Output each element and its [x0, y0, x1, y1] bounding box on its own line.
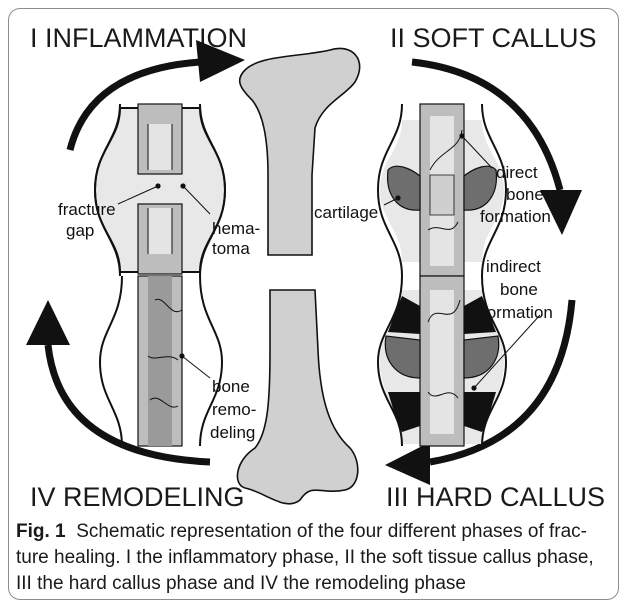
phase-title-soft-callus: II SOFT CALLUS [390, 23, 597, 53]
long-bone [237, 48, 359, 503]
label-toma: toma [212, 239, 250, 258]
label-fracture: fracture [58, 200, 116, 219]
caption-line-1: Schematic representation of the four dif… [76, 521, 587, 542]
caption-line-2: ture healing. I the inflammatory phase, … [16, 545, 612, 571]
label-direct-formation: formation [480, 207, 551, 226]
label-direct-bone: bone [506, 185, 544, 204]
label-cartilage: cartilage [314, 203, 378, 222]
label-indirect-bone: bone [500, 280, 538, 299]
arrowhead-bottom [385, 442, 430, 485]
phase-title-hard-callus: III HARD CALLUS [386, 482, 605, 512]
phase-title-remodeling: IV REMODELING [30, 482, 245, 512]
caption-label: Fig. 1 [16, 521, 66, 542]
label-remo: remo- [212, 400, 256, 419]
phase-1-inflammation: fracture gap hema- toma [58, 104, 260, 276]
caption-line-3: III the hard callus phase and IV the rem… [16, 571, 612, 597]
label-indirect-formation: formation [482, 303, 553, 322]
label-hema: hema- [212, 219, 260, 238]
label-gap: gap [66, 221, 94, 240]
phase-2-soft-callus: cartilage direct bone formation [314, 104, 551, 276]
figure-caption: Fig. 1 Schematic representation of the f… [16, 519, 612, 597]
label-direct: direct [496, 163, 538, 182]
label-bone: bone [212, 377, 250, 396]
phase-4-remodeling: bone remo- deling [100, 276, 256, 446]
arrow-remodeling-to-inflammation [48, 345, 210, 462]
label-indirect: indirect [486, 257, 541, 276]
label-deling: deling [210, 423, 255, 442]
bone-lower-half [237, 290, 357, 504]
arrowhead-left [26, 300, 70, 345]
